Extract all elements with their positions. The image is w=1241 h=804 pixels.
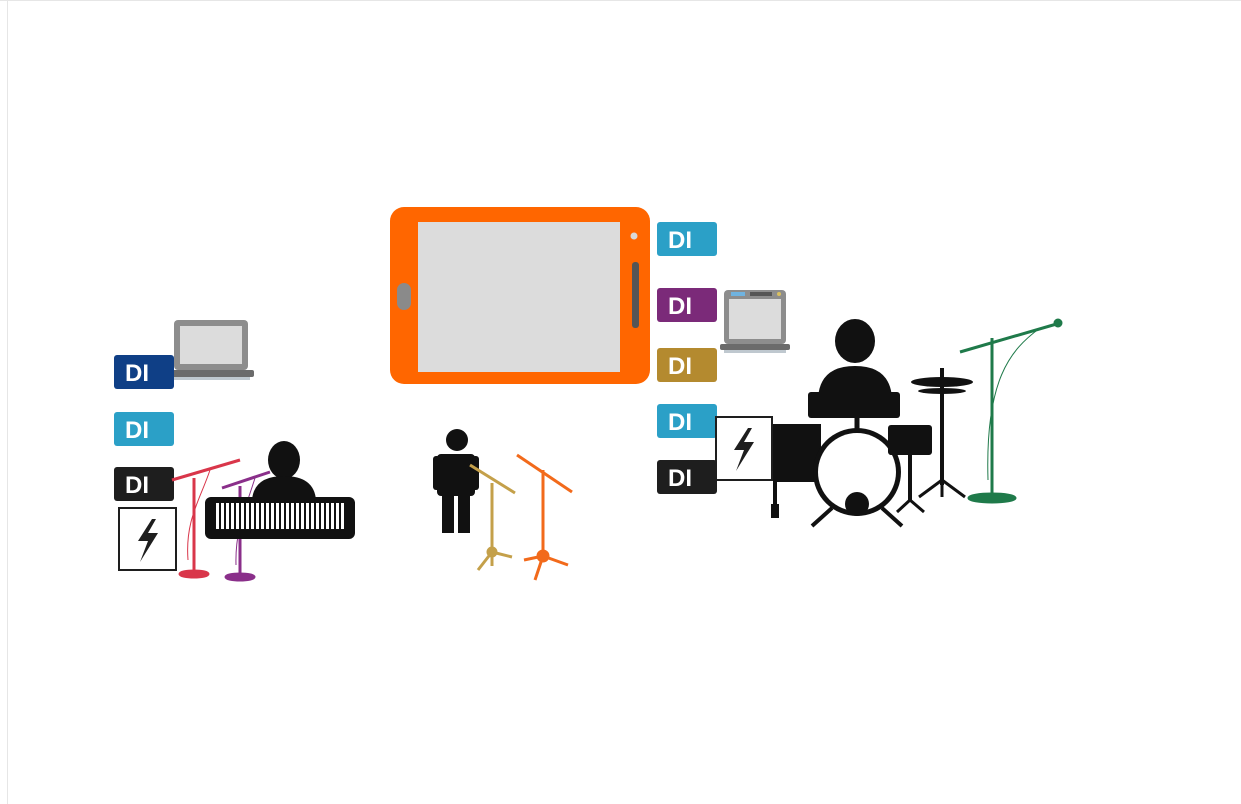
di-box-left-3: DI — [114, 467, 174, 501]
mic-stand-green-icon — [960, 320, 1061, 502]
di-label: DI — [668, 353, 692, 380]
keyboard-player-icon — [205, 441, 355, 539]
power-outlet-icon-right — [716, 417, 772, 480]
di-box-right-1: DI — [657, 222, 717, 256]
di-box-right-5: DI — [657, 460, 717, 494]
power-outlet-icon-left — [119, 508, 176, 570]
drummer-icon — [808, 319, 900, 418]
di-label: DI — [668, 293, 692, 320]
mic-stand-orange-icon — [517, 455, 572, 580]
di-label: DI — [125, 472, 149, 499]
laptop-icon-right — [720, 290, 790, 353]
tablet-icon — [390, 207, 650, 384]
vocalist-icon — [433, 429, 479, 533]
laptop-icon-left — [168, 320, 254, 380]
di-box-left-1: DI — [114, 355, 174, 389]
di-label: DI — [125, 360, 149, 387]
di-label: DI — [668, 465, 692, 492]
di-label: DI — [125, 417, 149, 444]
di-box-right-4: DI — [657, 404, 717, 438]
di-label: DI — [668, 227, 692, 254]
di-box-left-2: DI — [114, 412, 174, 446]
di-box-right-2: DI — [657, 288, 717, 322]
di-label: DI — [668, 409, 692, 436]
di-box-right-3: DI — [657, 348, 717, 382]
